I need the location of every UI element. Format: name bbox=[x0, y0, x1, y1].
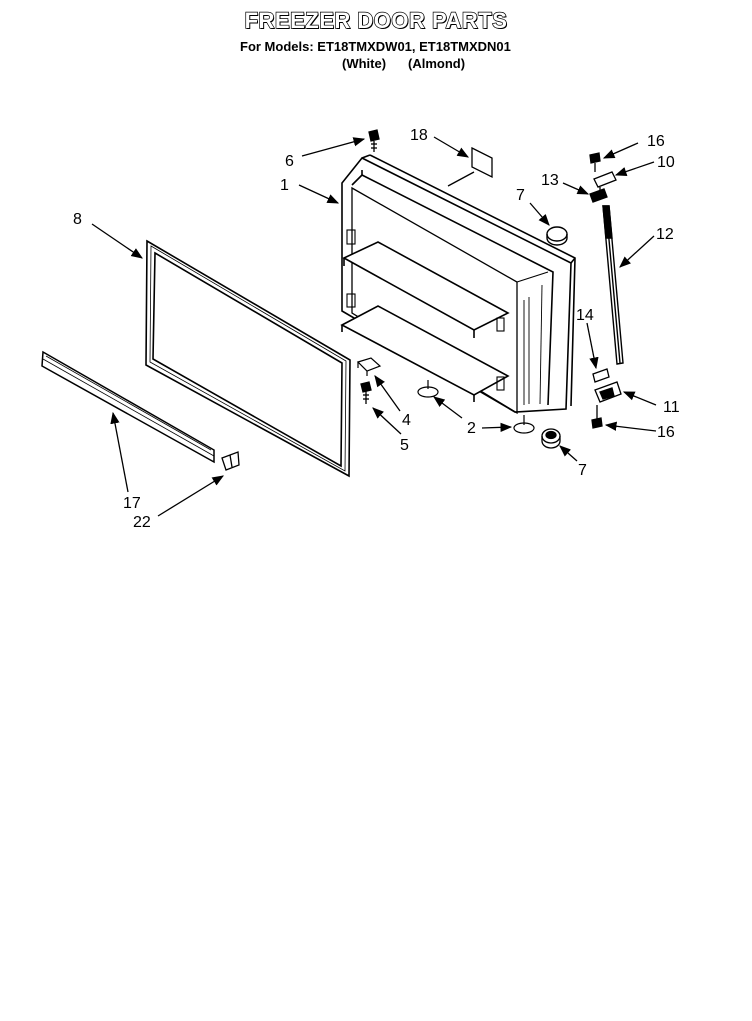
callout-17: 17 bbox=[123, 495, 141, 512]
top-screw bbox=[368, 129, 380, 152]
parts-label bbox=[471, 146, 493, 179]
callout-14: 14 bbox=[576, 307, 594, 324]
callout-5: 5 bbox=[400, 437, 409, 454]
callout-7-top: 7 bbox=[516, 187, 525, 204]
trim-end-cap bbox=[221, 451, 240, 471]
leader-22 bbox=[157, 475, 224, 517]
leader-10 bbox=[614, 161, 655, 177]
bracket-screw bbox=[360, 381, 372, 404]
variant-white: (White) bbox=[342, 56, 387, 71]
leader-12 bbox=[619, 235, 655, 268]
variant-almond: (Almond) bbox=[408, 56, 466, 71]
door-gasket bbox=[145, 239, 351, 478]
callout-12: 12 bbox=[656, 226, 674, 243]
handle-screw-bottom bbox=[591, 405, 603, 429]
leader-8 bbox=[91, 223, 143, 259]
leader-5 bbox=[372, 407, 402, 435]
callout-2: 2 bbox=[467, 420, 476, 437]
leader-17 bbox=[110, 411, 129, 493]
door-stop-right bbox=[513, 415, 535, 434]
callout-7-bottom: 7 bbox=[578, 462, 587, 479]
callout-11: 11 bbox=[663, 399, 680, 416]
leader-16b bbox=[604, 421, 657, 432]
callout-16-top: 16 bbox=[647, 133, 665, 150]
callout-8: 8 bbox=[73, 211, 82, 228]
handle-screw-top bbox=[589, 152, 601, 172]
door-bracket bbox=[356, 357, 382, 376]
upper-handle-mount bbox=[589, 171, 617, 203]
callout-6: 6 bbox=[285, 153, 294, 170]
leader-6 bbox=[301, 137, 366, 157]
callout-18: 18 bbox=[410, 127, 428, 144]
callout-1: 1 bbox=[280, 177, 289, 194]
models-line: For Models: ET18TMXDW01, ET18TMXDN01 bbox=[240, 39, 511, 54]
door-stop-left bbox=[417, 380, 439, 398]
callout-16-bottom: 16 bbox=[657, 424, 675, 441]
leader-2a bbox=[433, 396, 463, 419]
door-trim-strip bbox=[41, 350, 215, 464]
leader-2b bbox=[481, 422, 513, 433]
door-handle bbox=[602, 205, 624, 365]
callout-13: 13 bbox=[541, 172, 559, 189]
leader-4 bbox=[374, 375, 401, 412]
hinge-bushing-bottom bbox=[541, 428, 561, 449]
diagram-title: FREEZER DOOR PARTS bbox=[244, 7, 508, 33]
leader-11 bbox=[622, 391, 657, 406]
leader-arrows bbox=[91, 136, 657, 517]
leader-1 bbox=[298, 184, 340, 204]
leader-7a bbox=[529, 202, 550, 226]
leader-18 bbox=[433, 136, 470, 158]
freezer-door-liner bbox=[340, 154, 576, 415]
callout-10: 10 bbox=[657, 154, 675, 171]
lower-handle-mount bbox=[592, 368, 622, 403]
callout-4: 4 bbox=[402, 412, 411, 429]
hinge-plug-top bbox=[546, 226, 568, 246]
callout-22: 22 bbox=[133, 514, 151, 531]
leader-14 bbox=[586, 322, 599, 370]
leader-16a bbox=[602, 142, 639, 159]
leader-7b bbox=[559, 445, 578, 462]
leader-18b bbox=[447, 171, 475, 187]
leader-13 bbox=[562, 182, 590, 195]
